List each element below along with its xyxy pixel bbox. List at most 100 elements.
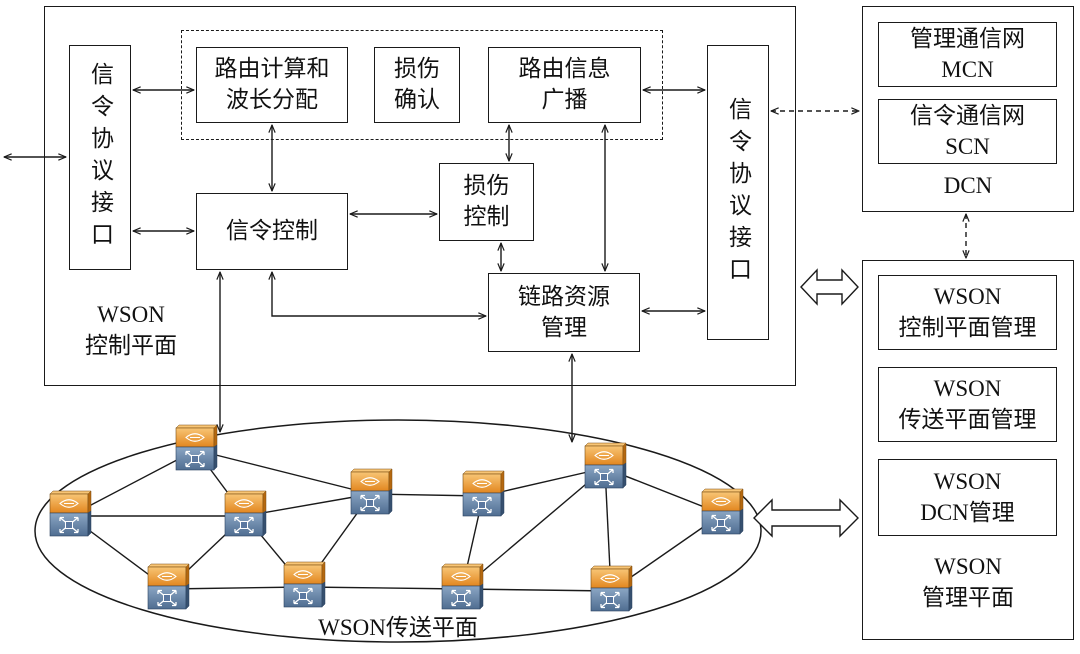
impairment-validation-label: 损伤 确认 (394, 56, 440, 112)
route-info-broadcast-label: 路由信息 广播 (518, 56, 611, 112)
right-signaling-interface-label: 信令协议接口 (725, 96, 751, 289)
node-top-bevel (584, 442, 627, 447)
control-plane-label: WSON 控制平面 (85, 302, 177, 358)
transport-plane-management-label: WSON 传送平面管理 (898, 375, 1037, 432)
routing-function-group (181, 30, 663, 140)
node-core-icon (65, 521, 73, 529)
node-lens-icon (234, 499, 254, 508)
transport-plane-management-box: WSON 传送平面管理 (878, 367, 1057, 442)
node-top-bevel (350, 468, 393, 473)
node-lens-icon (472, 479, 492, 488)
dcn-management-label: WSON DCN管理 (920, 468, 1015, 525)
node-lower-side (739, 508, 744, 535)
node-core-icon (478, 501, 486, 509)
node-top-bevel (224, 490, 267, 495)
route-computation-box: 路由计算和 波长分配 (196, 47, 348, 123)
optical-switch-node-icon (441, 563, 484, 610)
transport-plane-label: WSON传送平面 (318, 614, 478, 640)
dcn-label: DCN (943, 172, 993, 198)
transport-plane-title: WSON传送平面 (288, 612, 508, 644)
network-link (461, 588, 612, 592)
node-upper-side (185, 563, 190, 587)
signaling-control-label: 信令控制 (226, 218, 318, 244)
node-core-icon (163, 594, 171, 602)
node-top-bevel (462, 470, 505, 475)
optical-switch-node-icon (175, 424, 218, 471)
optical-switch-node-icon (462, 470, 505, 517)
node-core-icon (366, 499, 374, 507)
node-upper-side (739, 488, 744, 512)
node-lens-icon (600, 574, 620, 583)
network-link (303, 586, 463, 590)
optical-switch-node-icon (590, 565, 633, 612)
node-upper-side (213, 424, 218, 448)
control-plane-title: WSON 控制平面 (71, 298, 191, 364)
node-top-bevel (147, 563, 190, 568)
node-lens-icon (59, 499, 79, 508)
node-lower-side (479, 583, 484, 610)
network-link (461, 467, 606, 590)
management-plane-frame (862, 260, 1074, 640)
mcn-label: 管理通信网 MCN (910, 25, 1025, 82)
optical-switch-node-icon (701, 488, 744, 535)
node-lens-icon (185, 433, 205, 442)
node-upper-side (87, 490, 92, 514)
node-lower-side (262, 510, 267, 537)
node-top-bevel (283, 561, 326, 566)
node-core-icon (457, 594, 465, 602)
transport-plane-ellipse (34, 419, 762, 643)
node-core-icon (600, 473, 608, 481)
node-upper-side (628, 565, 633, 589)
control-plane-management-label: WSON 控制平面管理 (898, 283, 1037, 340)
node-top-bevel (590, 565, 633, 570)
node-top-bevel (175, 424, 218, 429)
optical-switch-node-icon (283, 561, 326, 608)
left-signaling-interface-label: 信令协议接口 (87, 61, 113, 254)
node-lens-icon (451, 572, 471, 581)
management-plane-label: WSON 管理平面 (922, 554, 1014, 610)
impairment-control-label: 损伤 控制 (463, 173, 510, 229)
control-plane-management-box: WSON 控制平面管理 (878, 275, 1057, 350)
signaling-control-box: 信令控制 (196, 193, 348, 270)
node-core-icon (299, 592, 307, 600)
node-top-bevel (701, 488, 744, 493)
link-resource-management-label: 链路资源 管理 (518, 283, 610, 340)
optical-switch-node-icon (350, 468, 393, 515)
node-upper-side (262, 490, 267, 514)
network-nodes (49, 424, 744, 612)
network-link (195, 449, 372, 495)
node-upper-side (479, 563, 484, 587)
node-lower-side (388, 488, 393, 515)
left-signaling-interface-box: 信令协议接口 (69, 45, 131, 270)
node-lower-side (185, 583, 190, 610)
route-info-broadcast-box: 路由信息 广播 (488, 47, 641, 123)
dcn-title: DCN (868, 170, 1068, 202)
node-core-icon (717, 519, 725, 527)
node-lower-side (622, 462, 627, 489)
impairment-control-box: 损伤 控制 (439, 163, 534, 241)
management-plane-title: WSON 管理平面 (868, 550, 1068, 616)
node-lower-side (321, 581, 326, 608)
optical-switch-node-icon (147, 563, 190, 610)
route-computation-label: 路由计算和 波长分配 (214, 56, 330, 112)
node-upper-side (321, 561, 326, 585)
node-upper-side (388, 468, 393, 492)
transport-management-block-arrow (753, 498, 859, 538)
optical-switch-node-icon (584, 442, 627, 489)
node-lens-icon (360, 477, 380, 486)
signaling-link-resource-arrow (272, 272, 486, 316)
dcn-management-box: WSON DCN管理 (878, 459, 1057, 536)
connection-arrows (4, 90, 966, 442)
node-top-bevel (49, 490, 92, 495)
node-core-icon (606, 596, 614, 604)
scn-box: 信令通信网 SCN (878, 99, 1057, 164)
node-upper-side (500, 470, 505, 494)
node-lens-icon (594, 451, 614, 460)
node-lower-side (213, 444, 218, 471)
node-core-icon (191, 455, 199, 463)
impairment-validation-box: 损伤 确认 (374, 47, 460, 123)
mcn-box: 管理通信网 MCN (878, 22, 1057, 87)
node-lower-side (628, 585, 633, 612)
node-lens-icon (157, 572, 177, 581)
